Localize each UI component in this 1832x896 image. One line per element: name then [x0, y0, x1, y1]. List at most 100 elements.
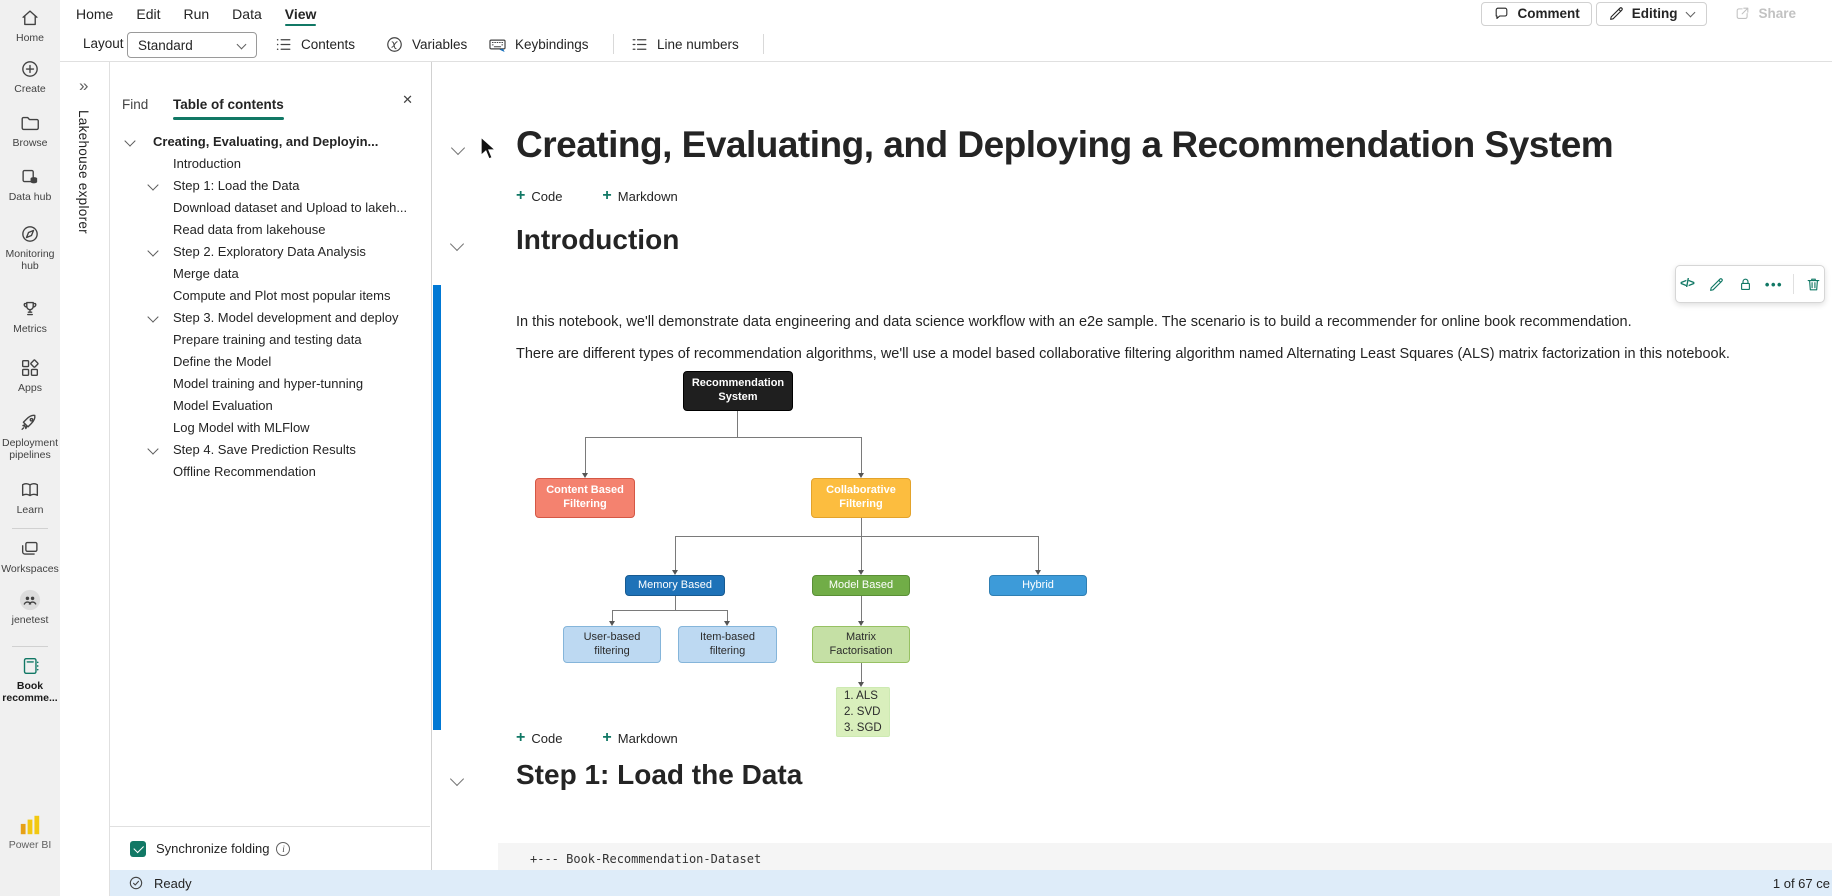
- metrics-trophy-icon: [19, 297, 41, 321]
- toc-item[interactable]: Step 4. Save Prediction Results: [110, 438, 430, 460]
- learn-book-icon: [19, 478, 41, 502]
- code-cell-text: +--- Book-Recommendation-Dataset: [530, 852, 762, 866]
- menu-view[interactable]: View: [284, 0, 316, 27]
- toc-item-label: Compute and Plot most popular items: [173, 287, 391, 303]
- lock-cell-icon[interactable]: [1735, 276, 1755, 293]
- toc-item-label: Prepare training and testing data: [173, 331, 362, 347]
- menu-home[interactable]: Home: [76, 5, 114, 22]
- collapse-section-chevron-icon[interactable]: [451, 773, 462, 784]
- people-avatar-icon: [19, 588, 41, 612]
- menu-run[interactable]: Run: [183, 5, 210, 22]
- view-code-icon[interactable]: </>: [1680, 278, 1695, 290]
- mouse-cursor: [480, 136, 498, 160]
- rail-item-label: Browse: [12, 137, 48, 149]
- close-icon[interactable]: ✕: [402, 92, 413, 107]
- toc-item[interactable]: Log Model with MLFlow: [110, 416, 430, 438]
- toc-item[interactable]: Step 3. Model development and deploy: [110, 306, 430, 328]
- tab-table-of-contents[interactable]: Table of contents: [173, 88, 284, 120]
- sync-folding-label: Synchronize folding: [156, 841, 270, 856]
- active-cell-indicator: [433, 285, 441, 730]
- chevron-down-icon[interactable]: [148, 312, 159, 323]
- toolbar-variables-button[interactable]: Variables: [385, 27, 467, 61]
- cell-count: 1 of 67 ce: [1772, 875, 1830, 891]
- section-heading-step1: Step 1: Load the Data: [516, 759, 803, 790]
- rail-item-browse[interactable]: Browse: [0, 111, 60, 149]
- add-markdown-button[interactable]: + Markdown: [602, 188, 677, 204]
- rail-item-metrics[interactable]: Metrics: [0, 297, 60, 335]
- expand-pane-icon[interactable]: »: [79, 76, 89, 95]
- toc-item[interactable]: Define the Model: [110, 350, 430, 372]
- chevron-down-icon[interactable]: [148, 180, 159, 191]
- divider: [763, 34, 764, 54]
- layout-select[interactable]: Standard: [127, 32, 257, 58]
- rail-item-jenetest[interactable]: jenetest: [0, 588, 60, 626]
- toc-item-label: Model Evaluation: [173, 397, 273, 413]
- add-code-button[interactable]: + Code: [516, 188, 562, 204]
- menu-data[interactable]: Data: [232, 5, 262, 22]
- editing-dropdown-button[interactable]: Editing: [1595, 1, 1708, 26]
- comment-label: Comment: [1517, 6, 1580, 21]
- toc-item[interactable]: Compute and Plot most popular items: [110, 284, 430, 306]
- edit-cell-icon[interactable]: [1706, 276, 1726, 293]
- toc-item[interactable]: Model training and hyper-tunning: [110, 372, 430, 394]
- lakehouse-explorer-strip: » Lakehouse explorer: [60, 62, 110, 896]
- rail-item-label: Learn: [16, 504, 44, 516]
- toc-item[interactable]: Step 1: Load the Data: [110, 174, 430, 196]
- toc-item[interactable]: Download dataset and Upload to lakeh...: [110, 196, 430, 218]
- comment-icon: [1493, 5, 1510, 22]
- add-code-label: Code: [531, 730, 563, 746]
- toc-item-label: Model training and hyper-tunning: [173, 375, 364, 391]
- add-markdown-button[interactable]: + Markdown: [602, 730, 677, 746]
- delete-cell-icon[interactable]: [1803, 276, 1823, 293]
- code-cell[interactable]: +--- Book-Recommendation-Dataset: [498, 843, 1832, 870]
- share-button[interactable]: Share: [1723, 1, 1807, 26]
- chevron-down-icon[interactable]: [125, 136, 136, 147]
- toc-tree: Creating, Evaluating, and Deployin...Int…: [110, 130, 430, 482]
- collapse-section-chevron-icon[interactable]: [451, 238, 462, 249]
- toc-item[interactable]: Creating, Evaluating, and Deployin...: [110, 130, 430, 152]
- toc-item-label: Download dataset and Upload to lakeh...: [173, 199, 408, 215]
- status-ready: Ready: [154, 875, 192, 891]
- rail-item-label: Create: [14, 83, 46, 95]
- add-markdown-label: Markdown: [617, 188, 678, 204]
- collapse-title-chevron-icon[interactable]: [452, 142, 463, 153]
- toc-item[interactable]: Model Evaluation: [110, 394, 430, 416]
- toolbar-contents-button[interactable]: Contents: [274, 27, 355, 61]
- toc-item[interactable]: Prepare training and testing data: [110, 328, 430, 350]
- toc-item[interactable]: Offline Recommendation: [110, 460, 430, 482]
- add-code-button[interactable]: + Code: [516, 730, 562, 746]
- rail-item-home[interactable]: Home: [0, 6, 60, 44]
- chevron-down-icon[interactable]: [148, 246, 159, 257]
- rail-item-powerbi[interactable]: Power BI: [0, 813, 60, 851]
- tab-find[interactable]: Find: [122, 96, 149, 112]
- rail-item-workspaces[interactable]: Workspaces: [0, 537, 60, 575]
- divider: [613, 34, 614, 54]
- rail-item-label: jenetest: [11, 614, 49, 626]
- rail-item-apps[interactable]: Apps: [0, 356, 60, 394]
- comment-button[interactable]: Comment: [1481, 1, 1592, 26]
- toc-item[interactable]: Step 2. Exploratory Data Analysis: [110, 240, 430, 262]
- toolbar-button-label: Contents: [301, 36, 356, 52]
- rail-item-deployment-pipelines[interactable]: Deployment pipelines: [0, 411, 60, 462]
- rail-item-book-notebook[interactable]: Book recomme...: [0, 654, 60, 705]
- toc-item-label: Define the Model: [173, 353, 272, 369]
- rail-item-learn[interactable]: Learn: [0, 478, 60, 516]
- toc-item[interactable]: Merge data: [110, 262, 430, 284]
- toc-item-label: Step 1: Load the Data: [173, 177, 300, 193]
- workspaces-icon: [19, 537, 41, 561]
- toolbar-keybindings-button[interactable]: Keybindings: [488, 27, 589, 61]
- toc-item-label: Step 4. Save Prediction Results: [173, 441, 356, 457]
- toolbar-line-numbers-button[interactable]: Line numbers: [630, 27, 739, 61]
- rail-item-label: Metrics: [13, 323, 47, 335]
- toc-item[interactable]: Introduction: [110, 152, 430, 174]
- chevron-down-icon[interactable]: [148, 444, 159, 455]
- sync-folding-checkbox[interactable]: [130, 840, 146, 857]
- rail-item-data-hub[interactable]: Data hub: [0, 165, 60, 203]
- menu-edit[interactable]: Edit: [136, 5, 161, 22]
- rail-item-monitoring-hub[interactable]: Monitoring hub: [0, 222, 60, 273]
- toc-item[interactable]: Read data from lakehouse: [110, 218, 430, 240]
- plus-icon: +: [516, 187, 526, 204]
- share-icon: [1734, 5, 1751, 22]
- more-options-icon[interactable]: •••: [1764, 276, 1784, 292]
- rail-item-create[interactable]: Create: [0, 57, 60, 95]
